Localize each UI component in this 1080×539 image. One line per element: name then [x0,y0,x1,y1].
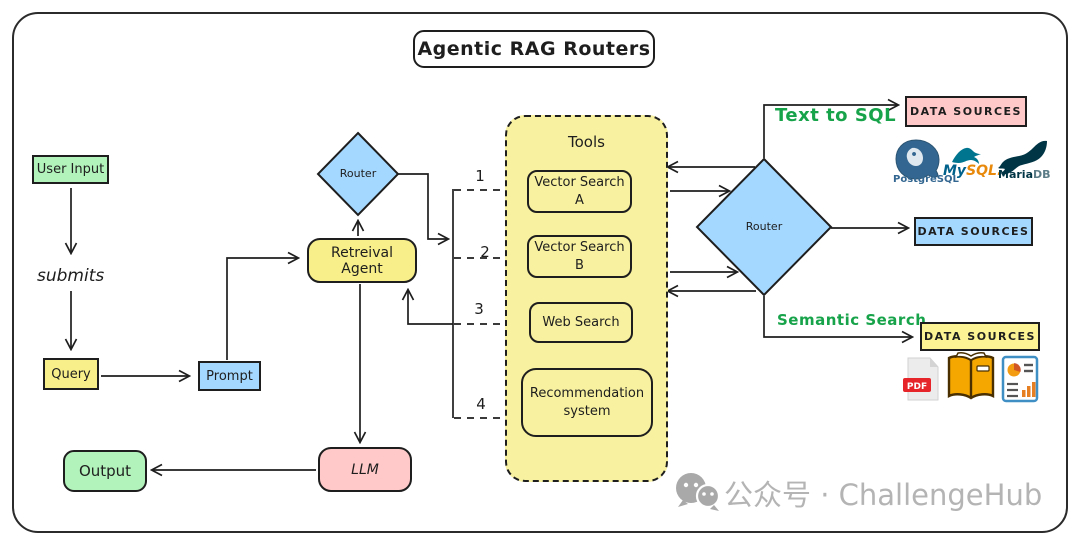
report-bar-2 [1027,386,1031,397]
book-icon [947,352,995,400]
tool-web-search: Web Search [529,302,633,343]
postgresql-label: PostgreSQL [893,174,960,185]
branch-number-4: 4 [476,395,486,413]
diagram-title-label: Agentic RAG Routers [417,38,651,60]
arrow-router-bus [398,173,448,239]
wechat-tail-large [678,500,688,507]
arrow-prompt-agent [226,258,298,360]
diagram-border [12,12,1068,533]
route-label-text-to-sql: Text to SQL [775,105,897,126]
arrow-router-ds-pink [763,105,898,158]
mariadb-label: MariaDB [998,168,1051,181]
data-sources-sql: DATA SOURCES [905,96,1027,127]
report-icon [1001,355,1039,403]
route-label-semantic-search: Semantic Search [777,311,927,329]
wechat-icon [676,473,721,511]
data-sources-default-label: DATA SOURCES [917,225,1030,238]
pdf-badge [903,378,931,392]
mysql-label-my: My [943,163,967,179]
pdf-fold [930,358,938,367]
report-bar-3 [1032,382,1036,397]
pdf-badge-label: PDF [907,382,927,392]
wechat-eye-1 [683,482,689,488]
router-left-label: Router [339,167,377,180]
watermark-text: 公众号 · ChallengeHub [724,478,1043,512]
diagram-title: Agentic RAG Routers [413,30,655,68]
wechat-tail-small [710,505,719,511]
router-left-diamond [316,131,400,217]
node-user-input: User Input [32,155,109,184]
branch-number-1: 1 [475,167,485,185]
tool-recommendation-system-label: Recommendation system [529,385,645,419]
branch-number-3: 3 [474,300,484,318]
postgresql-logo: PostgreSQL [893,139,960,185]
tool-vector-search-a-label: Vector Search A [534,174,625,208]
tools-title: Tools [568,133,605,151]
postgresql-elephant-detail [906,147,923,166]
mariadb-seal-icon [998,140,1047,175]
mysql-label: MySQL. [943,163,1002,179]
arrow-router-ds-yellow [763,296,912,337]
book-pages [954,352,988,361]
data-sources-semantic-label: DATA SOURCES [924,330,1036,343]
retrieval-agent-label: Retreival Agent [331,244,393,277]
mysql-logo: MySQL. [943,147,1002,179]
tool-vector-search-b-label: Vector Search B [534,239,625,273]
wechat-eye-2 [693,482,699,488]
arrow-bus-agent-return [408,290,453,325]
wechat-eye-4 [710,492,714,496]
tool-vector-search-a: Vector Search A [527,170,632,213]
mariadb-logo: MariaDB [998,140,1051,181]
postgresql-elephant-eye [912,152,917,156]
llm-label: LLM [351,461,379,478]
book-bookmark [976,365,990,372]
mariadb-label-maria: Maria [998,168,1033,181]
query-label: Query [51,366,91,382]
mariadb-label-db: DB [1033,168,1051,181]
branch-number-2: 2 [480,243,490,261]
report-pie-slice [1014,363,1021,372]
node-output: Output [63,450,147,492]
output-label: Output [78,462,132,480]
user-input-label: User Input [36,162,105,177]
node-query: Query [43,358,99,390]
submits-label: submits [37,266,105,286]
data-sources-default: DATA SOURCES [914,217,1033,246]
tool-recommendation-system: Recommendation system [521,368,653,437]
tool-vector-search-b: Vector Search B [527,235,632,278]
prompt-label: Prompt [206,368,253,384]
tool-web-search-label: Web Search [542,314,620,330]
node-llm: LLM [318,447,412,492]
router-right-label: Router [745,220,783,233]
data-sources-semantic: DATA SOURCES [920,322,1040,351]
wechat-bubble-small [695,483,721,509]
mysql-dolphin-icon [952,147,981,164]
wechat-eye-3 [702,492,706,496]
data-sources-sql-label: DATA SOURCES [910,105,1022,118]
mysql-label-sql: SQL. [966,163,1002,179]
node-retrieval-agent: Retreival Agent [307,238,417,283]
report-bar-1 [1022,390,1026,397]
node-prompt: Prompt [198,361,261,391]
pdf-icon: PDF [903,357,939,401]
router-right-diamond [695,157,833,297]
